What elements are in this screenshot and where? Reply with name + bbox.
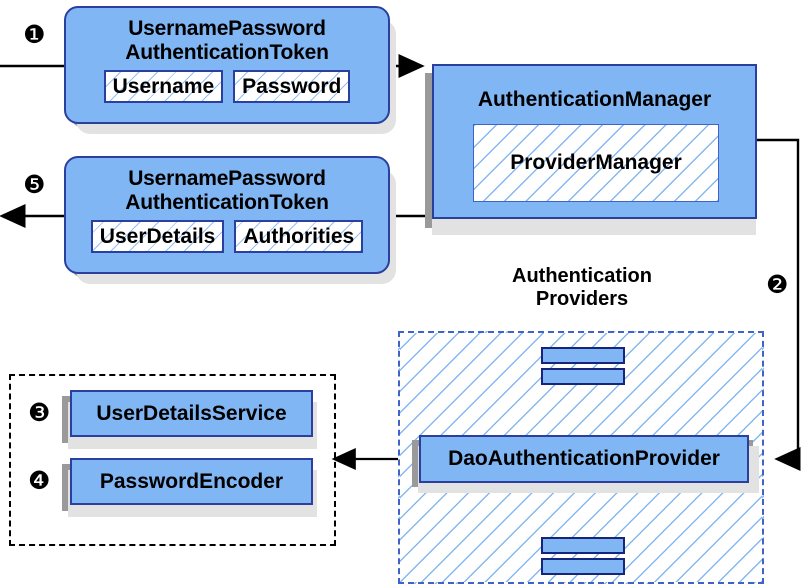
userdetailsservice-label: UserDetailsService (96, 401, 287, 425)
marker-2: ❷ (766, 270, 789, 299)
request-authentication-token[interactable]: UsernamePassword AuthenticationToken Use… (64, 6, 390, 124)
caption-line2: Providers (535, 288, 629, 310)
response-token-title-line1: UsernamePassword (128, 167, 326, 190)
dao-authentication-provider[interactable]: DaoAuthenticationProvider (419, 435, 749, 483)
slot-authorities: Authorities (234, 220, 364, 254)
caption-line1: Authentication (512, 265, 652, 287)
passwordencoder-label: PasswordEncoder (99, 469, 284, 493)
marker-1: ❶ (23, 20, 46, 49)
provider-bar-top-1 (541, 347, 625, 364)
slot-username: Username (103, 70, 224, 104)
provider-manager[interactable]: ProviderManager (473, 124, 719, 202)
passwordencoder-node[interactable]: PasswordEncoder (70, 458, 313, 505)
authentication-manager[interactable]: AuthenticationManager ProviderManager (432, 64, 757, 219)
provider-bar-bottom-1 (541, 537, 625, 554)
marker-5: ❺ (23, 170, 46, 199)
provider-manager-label: ProviderManager (510, 151, 682, 175)
slot-password: Password (233, 70, 351, 104)
request-token-title-line2: AuthenticationToken (125, 40, 329, 64)
authentication-providers-caption: Authentication Providers (462, 265, 702, 311)
response-token-title-line2: AuthenticationToken (125, 190, 329, 214)
marker-3: ❸ (28, 398, 51, 427)
slot-userdetails: UserDetails (90, 220, 225, 254)
request-token-title-line1: UsernamePassword (128, 17, 326, 40)
dependencies-container (9, 374, 336, 546)
marker-4: ❹ (28, 466, 51, 495)
userdetailsservice-node[interactable]: UserDetailsService (70, 390, 313, 437)
authentication-manager-title: AuthenticationManager (477, 88, 712, 111)
response-token-slots: UserDetails Authorities (66, 220, 388, 254)
request-token-slots: Username Password (66, 70, 388, 104)
provider-bar-bottom-2 (541, 558, 625, 575)
response-authentication-token[interactable]: UsernamePassword AuthenticationToken Use… (64, 156, 390, 274)
dao-authentication-provider-label: DaoAuthenticationProvider (448, 447, 720, 471)
provider-bar-top-2 (541, 368, 625, 385)
